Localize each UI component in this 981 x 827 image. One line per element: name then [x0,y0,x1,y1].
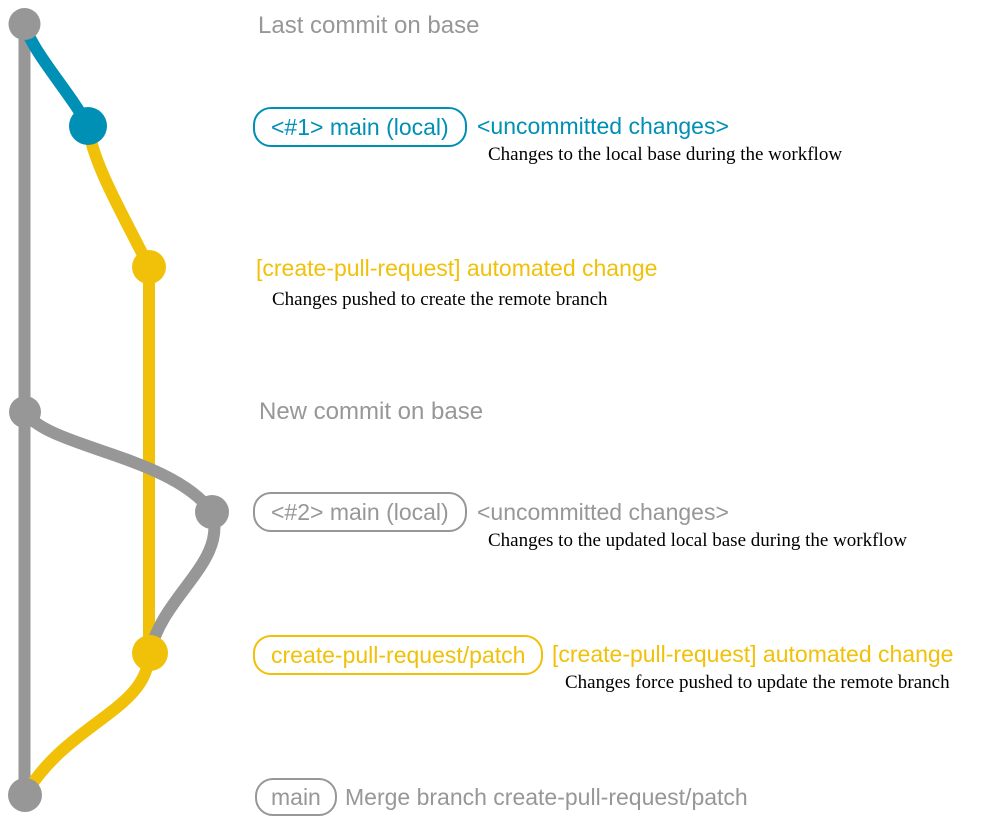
badge-main-local-1: <#1> main (local) [253,107,467,147]
description-pushed-create: Changes pushed to create the remote bran… [272,289,608,310]
description-force-pushed: Changes force pushed to update the remot… [565,672,950,693]
patch-commit-message-2: [create-pull-request] automated change [552,641,954,667]
uncommitted-changes-label-1: <uncommitted changes> [477,113,729,139]
commit-dot-main-local-2 [195,495,229,529]
merge-commit-message: Merge branch create-pull-request/patch [345,784,748,810]
commit-dot-patch-1 [132,250,166,284]
description-local-base: Changes to the local base during the wor… [488,144,843,165]
commit-dot-new-base [9,396,41,428]
commit-dot-patch-2 [132,635,168,671]
commit-dot-main-local-1 [69,107,107,145]
rebase-into-patch-line [144,506,221,659]
uncommitted-changes-label-2: <uncommitted changes> [477,499,729,525]
commit-dot-merge [8,778,42,812]
badge-main-local-2: <#2> main (local) [253,492,467,532]
last-commit-label: Last commit on base [258,12,480,39]
new-commit-label: New commit on base [259,398,484,425]
badge-main: main [255,778,337,816]
description-updated-base: Changes to the updated local base during… [488,530,907,551]
updated-main-local-branch-line [19,406,218,518]
badge-create-pull-request-patch: create-pull-request/patch [253,635,544,675]
commit-dot-last-base [8,8,41,40]
patch-commit-message-1: [create-pull-request] automated change [256,255,658,281]
